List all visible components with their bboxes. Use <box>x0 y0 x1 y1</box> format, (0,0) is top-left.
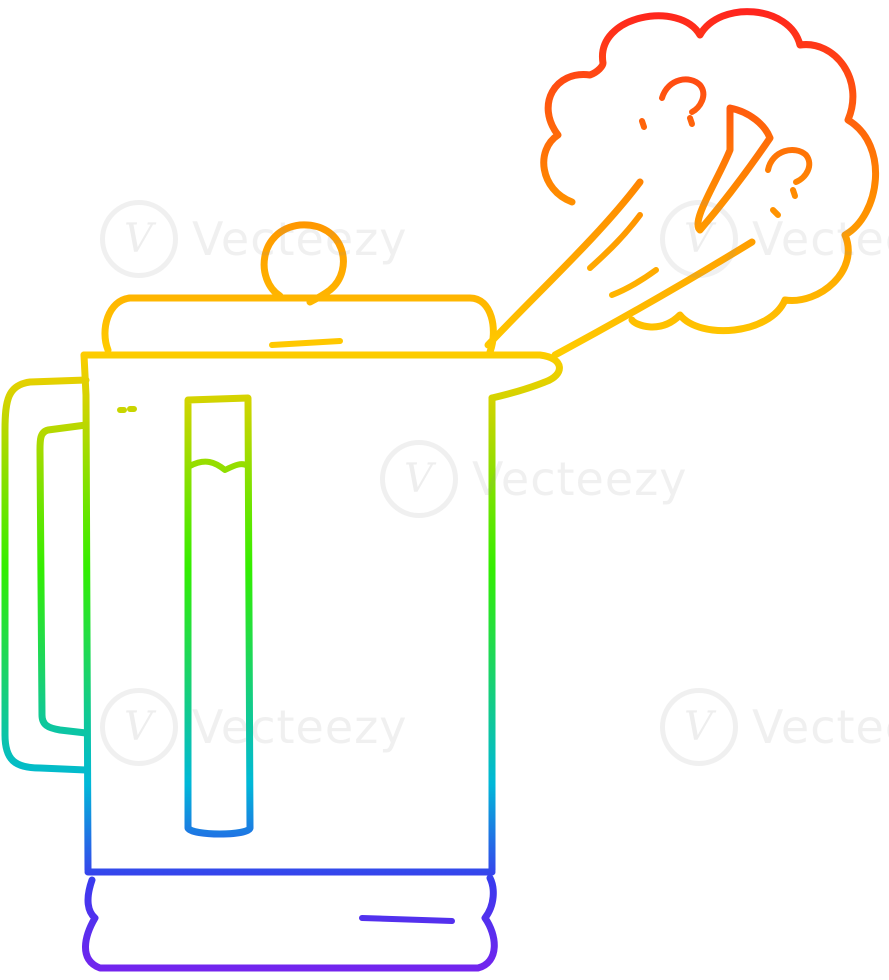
kettle-rim <box>80 351 563 402</box>
water-level-window <box>184 394 254 838</box>
steam-dot-1 <box>639 118 647 130</box>
base-highlight <box>359 915 455 924</box>
lid-highlight <box>269 338 343 348</box>
steam-cloud <box>540 8 880 335</box>
kettle-base <box>82 874 498 972</box>
steam-stream-mid <box>587 212 643 271</box>
steam-mouth <box>694 104 774 234</box>
kettle-handle-inner <box>36 421 90 737</box>
water-level-line <box>187 458 251 473</box>
steam-stream-short <box>609 267 659 298</box>
steam-eye-left <box>659 76 707 127</box>
kettle-lid <box>101 294 497 356</box>
steam-stream-lower <box>551 238 756 359</box>
steam-stream-upper <box>484 178 644 349</box>
window-dots <box>117 406 137 413</box>
steam-dot-2 <box>770 207 781 218</box>
kettle-handle-outer <box>1 376 90 774</box>
kettle-body <box>80 351 496 874</box>
lid-knob <box>260 221 347 306</box>
steam-eye-right <box>765 147 813 199</box>
